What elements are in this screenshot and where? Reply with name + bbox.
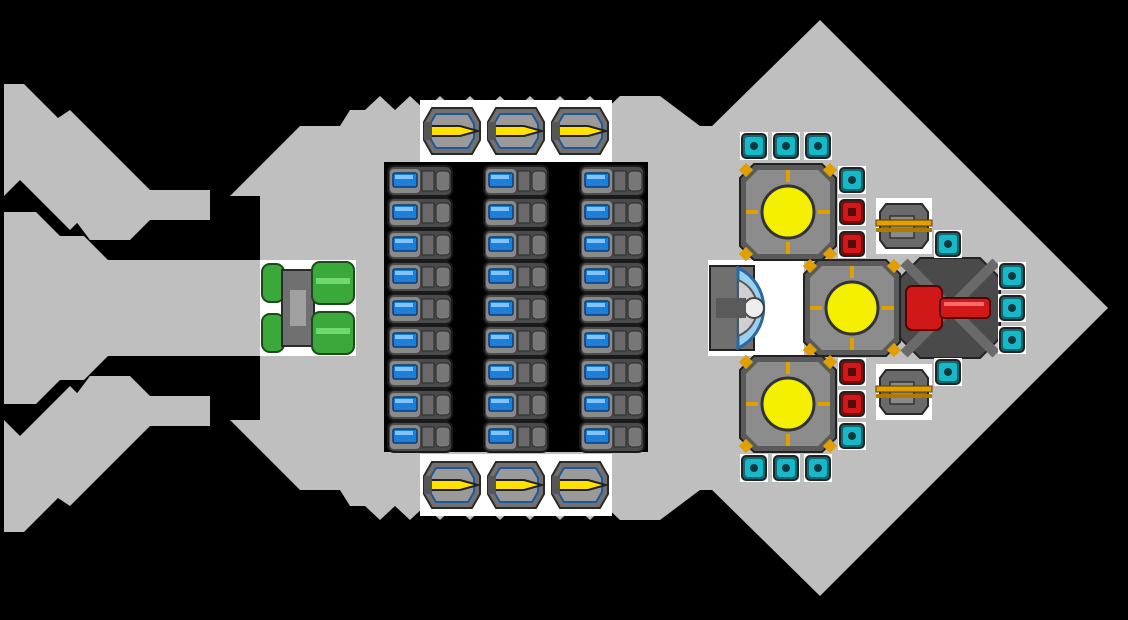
- armor-plate[interactable]: [838, 358, 866, 386]
- battery-cell[interactable]: [483, 293, 549, 325]
- battery-cell[interactable]: [579, 165, 645, 197]
- battery-cell[interactable]: [483, 197, 549, 229]
- thruster[interactable]: [548, 100, 612, 162]
- shield-node[interactable]: [998, 326, 1026, 354]
- battery-cell[interactable]: [579, 389, 645, 421]
- shield-node[interactable]: [998, 294, 1026, 322]
- module-layer: [260, 100, 1026, 516]
- armor-plate[interactable]: [838, 230, 866, 258]
- reactor[interactable]: [738, 354, 838, 454]
- shield-node[interactable]: [934, 358, 962, 386]
- battery-cell[interactable]: [579, 325, 645, 357]
- battery-cell[interactable]: [483, 261, 549, 293]
- shield-node[interactable]: [934, 230, 962, 258]
- turret[interactable]: [875, 364, 933, 420]
- thruster[interactable]: [420, 100, 484, 162]
- hull-segment: [40, 110, 210, 240]
- armor-plate[interactable]: [838, 198, 866, 226]
- reactor[interactable]: [738, 162, 838, 262]
- shield-node[interactable]: [772, 454, 800, 482]
- thruster[interactable]: [420, 454, 484, 516]
- engine[interactable]: [260, 260, 356, 356]
- battery-cell[interactable]: [387, 197, 453, 229]
- turret[interactable]: [875, 198, 933, 254]
- battery-cell[interactable]: [483, 229, 549, 261]
- cannon[interactable]: [899, 257, 1001, 359]
- battery-cell[interactable]: [579, 357, 645, 389]
- battery-cell[interactable]: [387, 293, 453, 325]
- shield-node[interactable]: [740, 454, 768, 482]
- shield-node[interactable]: [838, 422, 866, 450]
- thruster[interactable]: [548, 454, 612, 516]
- shield-node[interactable]: [772, 132, 800, 160]
- battery-cell[interactable]: [579, 261, 645, 293]
- battery-cell[interactable]: [387, 357, 453, 389]
- hull-segment: [690, 126, 712, 490]
- shield-node[interactable]: [838, 166, 866, 194]
- thruster[interactable]: [484, 454, 548, 516]
- battery-cell[interactable]: [387, 165, 453, 197]
- battery-cell[interactable]: [483, 421, 549, 453]
- battery-cell[interactable]: [387, 421, 453, 453]
- battery-cell[interactable]: [579, 197, 645, 229]
- hull-segment: [4, 212, 260, 404]
- shield-node[interactable]: [998, 262, 1026, 290]
- shield-node[interactable]: [740, 132, 768, 160]
- armor-plate[interactable]: [838, 390, 866, 418]
- battery-cell[interactable]: [483, 389, 549, 421]
- battery-cell[interactable]: [579, 421, 645, 453]
- shield-node[interactable]: [804, 454, 832, 482]
- battery-cell[interactable]: [387, 261, 453, 293]
- battery-cell[interactable]: [387, 229, 453, 261]
- battery-cell[interactable]: [579, 229, 645, 261]
- battery-cell[interactable]: [483, 165, 549, 197]
- battery-cell[interactable]: [483, 325, 549, 357]
- cockpit[interactable]: [708, 260, 804, 356]
- reactor[interactable]: [802, 258, 902, 358]
- shield-node[interactable]: [804, 132, 832, 160]
- battery-cell[interactable]: [387, 325, 453, 357]
- thruster[interactable]: [484, 100, 548, 162]
- battery-cell[interactable]: [387, 389, 453, 421]
- battery-cell[interactable]: [579, 293, 645, 325]
- battery-cell[interactable]: [483, 357, 549, 389]
- hull-segment: [40, 376, 210, 506]
